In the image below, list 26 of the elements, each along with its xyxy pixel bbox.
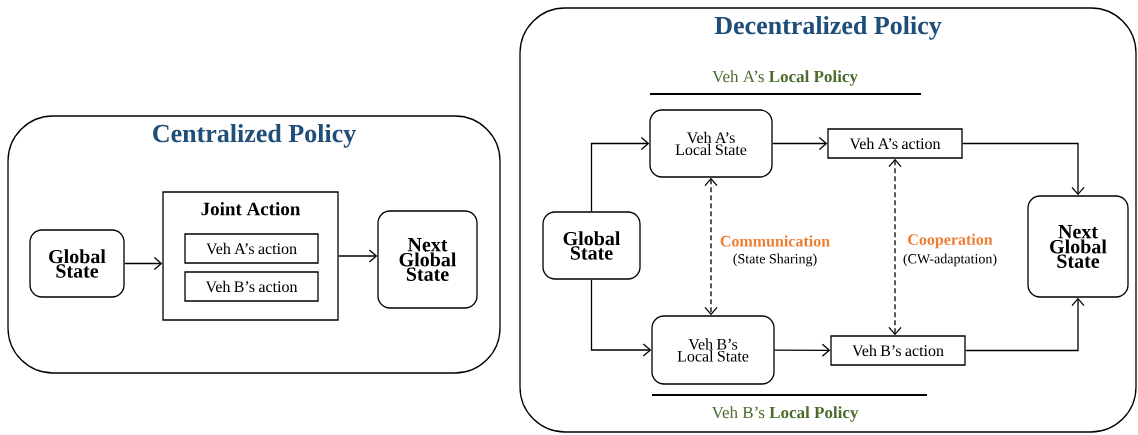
state-box: Next Global State bbox=[1027, 195, 1129, 298]
edge-note: (State Sharing) bbox=[733, 253, 817, 267]
state-box: Next Global State bbox=[377, 210, 478, 309]
action-box: Veh A’s action bbox=[827, 128, 963, 159]
arrow bbox=[704, 177, 718, 316]
local-state-box: Veh A’s Local State bbox=[649, 109, 773, 178]
state-box: Global State bbox=[542, 211, 641, 280]
action-box: Veh A’s action bbox=[184, 233, 319, 264]
arrow bbox=[772, 136, 828, 151]
policy-label: Veh B’s Local Policy bbox=[711, 406, 859, 422]
arrow bbox=[124, 256, 163, 271]
arrow bbox=[965, 297, 1085, 352]
arrow bbox=[888, 158, 902, 336]
edge-label: Communication bbox=[718, 234, 832, 248]
action-box: Veh B’s action bbox=[830, 335, 966, 366]
edge-note: (CW-adaptation) bbox=[903, 253, 997, 267]
arrow bbox=[774, 343, 831, 357]
policy-label: Veh A’s Local Policy bbox=[712, 70, 858, 86]
arrow bbox=[338, 249, 378, 263]
arrow bbox=[590, 279, 652, 357]
state-box: Global State bbox=[29, 229, 125, 298]
arrow bbox=[590, 136, 650, 212]
arrow bbox=[962, 142, 1085, 196]
local-state-box: Veh B’s Local State bbox=[651, 315, 775, 385]
edge-label: Cooperation bbox=[906, 232, 994, 250]
action-box: Veh B’s action bbox=[184, 271, 319, 302]
